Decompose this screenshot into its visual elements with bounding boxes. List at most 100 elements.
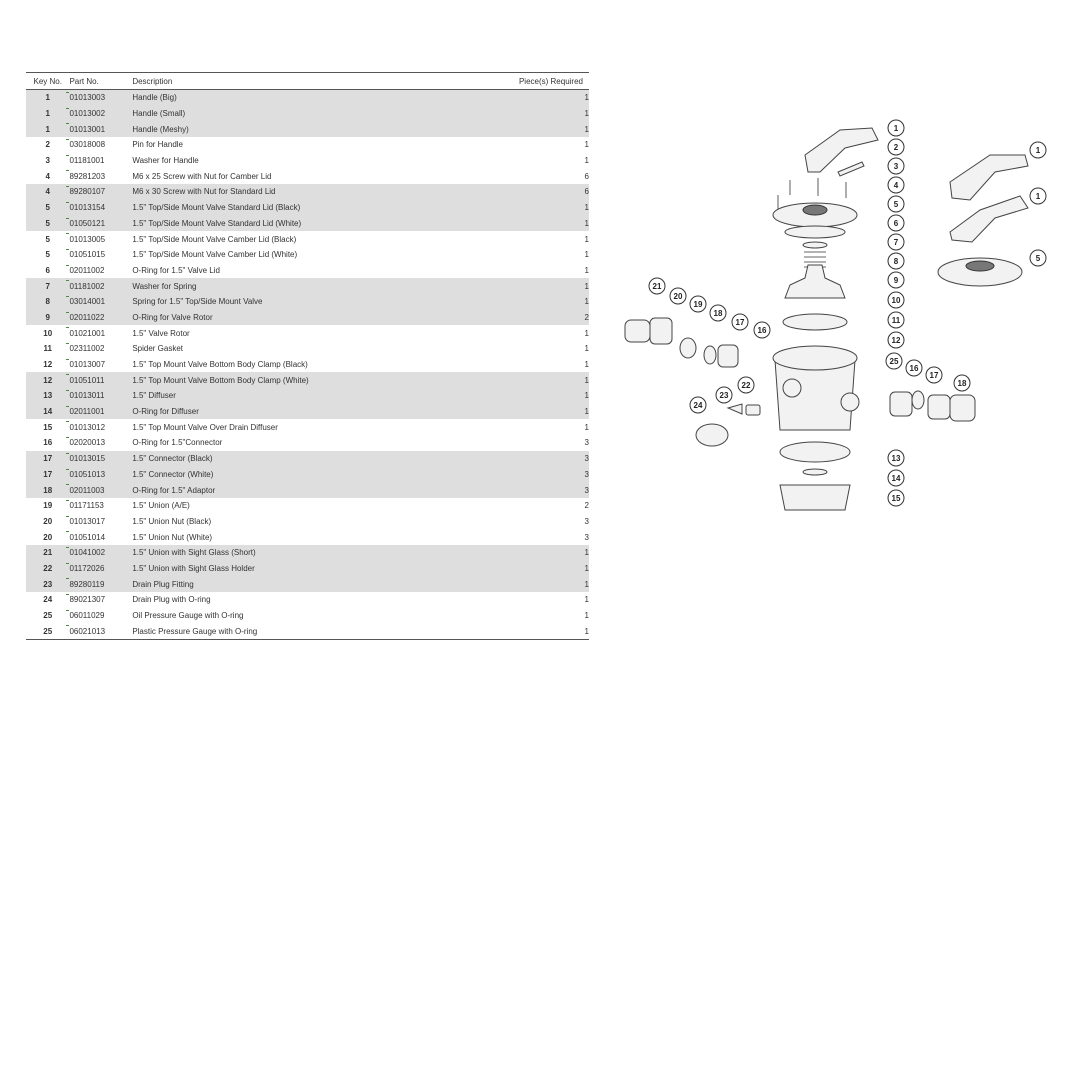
callout-label: 6: [894, 219, 899, 228]
part-no-cell: 02020013: [69, 438, 106, 448]
connector-left-part: [717, 344, 739, 368]
key-no-cell: 14: [26, 403, 70, 420]
part-no-cell: 01013154: [69, 199, 129, 216]
callout-circle: [887, 271, 905, 289]
valve-body-top: [772, 345, 858, 371]
description-cell: M6 x 25 Screw with Nut for Camber Lid: [132, 171, 272, 181]
pieces-required-cell: 1: [584, 234, 589, 244]
callout-circle: [887, 489, 905, 507]
part-no-cell: 01171153: [69, 501, 104, 511]
key-no-cell: 11: [26, 341, 70, 357]
key-no-cell: 18: [26, 482, 70, 498]
pieces-required-cell: 1: [584, 611, 589, 621]
key-no-cell: 1: [26, 89, 70, 106]
diffuser-oring-part: [802, 468, 828, 476]
callout-label: 23: [720, 391, 729, 400]
description-cell: Spring for 1.5" Top/Side Mount Valve: [128, 293, 435, 310]
parts-table: Key No. Part No. Description Piece(s) Re…: [26, 72, 589, 641]
header-key-no: Key No.: [26, 72, 70, 90]
description-cell: O-Ring for Diffuser: [128, 403, 435, 420]
callout-label: 15: [892, 494, 901, 503]
description-cell: 1.5" Union with Sight Glass (Short): [128, 544, 435, 561]
callout-label: 9: [894, 276, 899, 285]
pieces-required-cell: 1: [434, 623, 589, 641]
drain-plug-fitting-part: [745, 404, 761, 416]
callout-19: 19: [689, 295, 707, 313]
callout-circle: [887, 157, 905, 175]
part-no-cell: 89280107: [69, 184, 129, 200]
description-cell: Spider Gasket: [132, 344, 184, 354]
key-no-cell: 16: [26, 435, 70, 451]
callout-circle: [737, 376, 755, 394]
drain-plug-part: [726, 403, 743, 415]
description-cell: 1.5" Connector (Black): [128, 450, 435, 467]
description-cell: 1.5" Top Mount Valve Over Drain Diffuser: [132, 422, 278, 432]
callout-label: 1: [1036, 192, 1041, 201]
callout-14: 14: [887, 469, 905, 487]
callout-12: 12: [887, 331, 905, 349]
camber-lid-center: [965, 260, 995, 272]
part-no-cell: 01013003: [69, 89, 129, 106]
key-no-cell: 2: [26, 137, 70, 153]
body-port-left: [782, 378, 802, 398]
pieces-required-cell: 1: [584, 140, 589, 150]
callout-label: 16: [758, 326, 767, 335]
callout-circle: [887, 449, 905, 467]
key-no-cell: 1: [26, 105, 70, 122]
key-no-cell: 5: [26, 231, 70, 247]
callout-label: 1: [894, 124, 899, 133]
description-cell: 1.5" Union with Sight Glass Holder: [128, 560, 435, 577]
callout-label: 11: [892, 316, 901, 325]
key-no-cell: 21: [26, 544, 70, 561]
key-no-cell: 7: [26, 278, 70, 294]
pieces-required-cell: 1: [584, 250, 589, 260]
key-no-cell: 1: [26, 121, 70, 138]
callout-circle: [925, 366, 943, 384]
part-no-cell: 01013002: [69, 105, 129, 122]
pieces-required-cell: 1: [584, 344, 589, 354]
callout-circle: [753, 321, 771, 339]
description-cell: Drain Plug Fitting: [128, 576, 435, 592]
callout-1: 1: [1029, 187, 1047, 205]
header-part-no: Part No.: [69, 72, 129, 90]
key-no-cell: 5: [26, 247, 70, 263]
spring-washer-part: [802, 241, 828, 249]
part-no-cell: 01051014: [69, 532, 106, 542]
description-cell: Handle (Small): [128, 105, 435, 122]
key-no-cell: 17: [26, 450, 70, 467]
part-no-cell: 01013007: [69, 360, 106, 370]
lid-oring-part: [784, 225, 846, 239]
pieces-required-cell: 3: [434, 450, 589, 467]
description-cell: 1.5" Top/Side Mount Valve Camber Lid (Bl…: [132, 234, 297, 244]
pieces-required-cell: 1: [584, 595, 589, 605]
callout-22: 22: [737, 376, 755, 394]
spring-part: [804, 251, 826, 268]
pieces-required-cell: 1: [434, 105, 589, 122]
description-cell: 1.5" Union (A/E): [132, 501, 190, 511]
callout-18: 18: [953, 374, 971, 392]
pieces-required-cell: 1: [434, 544, 589, 561]
description-cell: 1.5" Union Nut (White): [132, 532, 213, 542]
pieces-required-cell: 1: [584, 328, 589, 338]
pieces-required-cell: 1: [434, 372, 589, 389]
callout-label: 24: [694, 401, 703, 410]
part-no-cell: 02011001: [69, 403, 129, 420]
connector-right-part: [889, 391, 913, 417]
table-header-row: Key No. Part No. Description Piece(s) Re…: [26, 72, 589, 90]
callout-circle: [887, 252, 905, 270]
description-cell: Handle (Big): [128, 89, 435, 106]
